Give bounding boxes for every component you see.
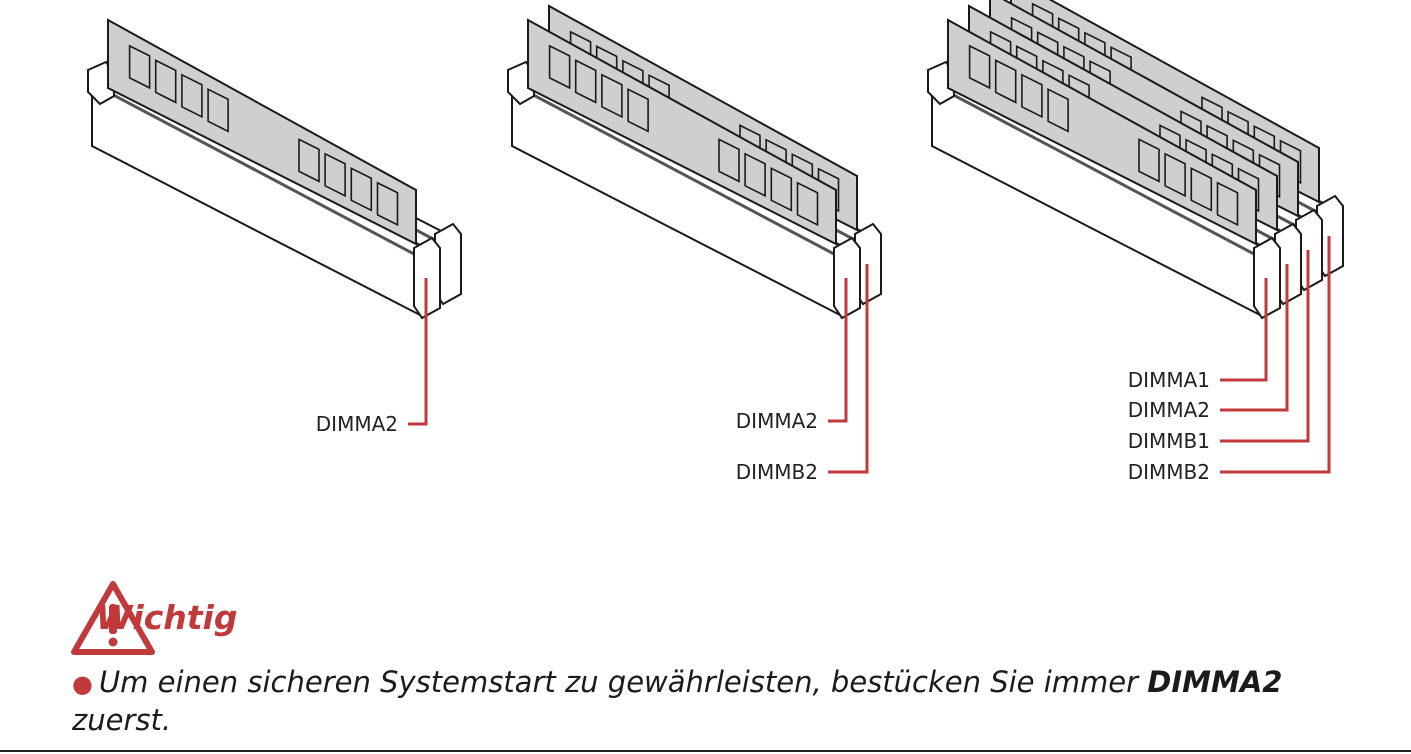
- dimm-slot: [927, 18, 1281, 320]
- memory-chip: [1047, 88, 1069, 133]
- memory-chip: [994, 59, 1017, 104]
- slot-groove: [103, 88, 415, 256]
- memory-chip: [796, 181, 819, 227]
- memory-chip: [298, 138, 320, 183]
- memory-chip: [968, 44, 991, 90]
- memory-module: [527, 18, 837, 246]
- leader-line: [1220, 278, 1268, 382]
- memory-chip: [376, 181, 399, 227]
- memory-chip: [350, 167, 373, 212]
- slot-label-dimmb2: DIMMB2: [1128, 460, 1210, 484]
- slot-label-dimma1: DIMMA1: [1128, 368, 1210, 392]
- slot-label-dimmb2: DIMMB2: [736, 460, 818, 484]
- memory-chip: [128, 44, 151, 90]
- slot-label-dimma2: DIMMA2: [316, 412, 398, 436]
- memory-chip: [181, 73, 203, 119]
- warning-note: ●Um einen sicheren Systemstart zu gewähr…: [72, 664, 1372, 738]
- memory-chip: [548, 44, 571, 90]
- leader-line: [828, 278, 848, 423]
- memory-chip: [1138, 138, 1160, 183]
- note-text-bold: DIMMA2: [1147, 665, 1283, 699]
- warning-triangle-icon: [71, 581, 155, 655]
- memory-chip: [718, 138, 740, 183]
- note-text-before: Um einen sicheren Systemstart zu gewährl…: [98, 665, 1148, 699]
- slot-label-dimmb1: DIMMB1: [1128, 429, 1210, 453]
- leader-line: [1220, 264, 1289, 412]
- memory-chip: [601, 73, 623, 119]
- slot-groove: [943, 88, 1255, 256]
- memory-chip: [207, 88, 229, 133]
- dimm-slot: [507, 18, 861, 320]
- memory-chip: [1190, 167, 1213, 212]
- memory-chip: [627, 88, 649, 133]
- slot-groove: [523, 88, 835, 256]
- memory-chip: [1216, 181, 1239, 227]
- memory-chip: [324, 152, 346, 198]
- memory-chip: [574, 59, 597, 104]
- leader-line: [1220, 250, 1310, 443]
- slot-label-dimma2: DIMMA2: [736, 409, 818, 433]
- bullet-icon: ●: [72, 670, 93, 698]
- memory-module: [947, 18, 1257, 246]
- leader-line: [828, 264, 869, 474]
- leader-line: [408, 278, 428, 426]
- memory-chip: [744, 152, 766, 198]
- config-one-module: DIMMA2: [87, 18, 462, 436]
- memory-chip: [1164, 152, 1186, 198]
- leader-line: [1220, 236, 1331, 474]
- warning-title: Wichtig: [96, 598, 238, 637]
- footer-rule: [0, 750, 1411, 752]
- note-text-after: zuerst.: [72, 703, 172, 737]
- memory-chip: [154, 59, 177, 104]
- memory-module: [107, 18, 417, 246]
- memory-chip: [1021, 73, 1043, 119]
- memory-chip: [770, 167, 793, 212]
- dimm-slot: [87, 18, 441, 320]
- slot-label-dimma2: DIMMA2: [1128, 398, 1210, 422]
